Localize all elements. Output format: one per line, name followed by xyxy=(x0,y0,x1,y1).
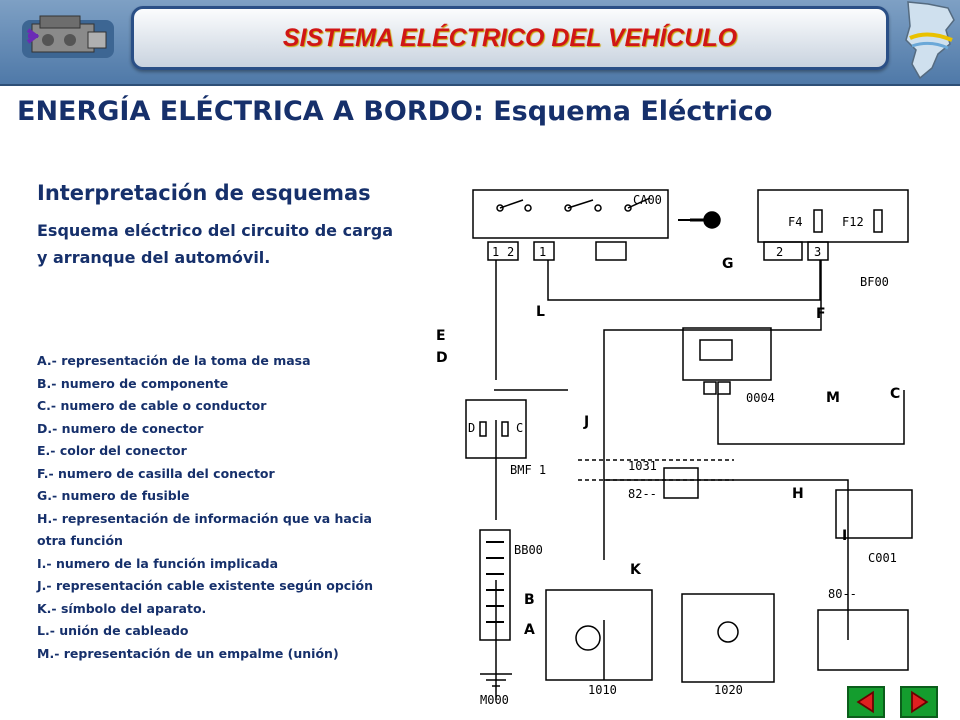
label-ca00: CA00 xyxy=(633,193,662,207)
next-slide-button[interactable] xyxy=(900,686,938,718)
callout-letter: L xyxy=(536,304,545,320)
prev-slide-button[interactable] xyxy=(847,686,885,718)
callout-letter: G xyxy=(722,256,734,272)
wiring-diagram: CA00 1 2 1 F4 F12 2 3 BF00 0004 D C BMF … xyxy=(436,189,913,707)
label-f4: F4 xyxy=(788,215,802,229)
legend-item: F.- numero de casilla del conector xyxy=(37,465,275,481)
callout-letter: A xyxy=(524,622,535,638)
legend-item: C.- numero de cable o conductor xyxy=(37,398,267,413)
ground-symbol xyxy=(480,673,512,687)
starter-motor-block xyxy=(545,589,653,681)
page-title: ENERGÍA ELÉCTRICA A BORDO: Esquema Eléct… xyxy=(17,96,773,127)
battery-symbol xyxy=(479,529,511,641)
pin-label: 1 xyxy=(539,245,546,259)
callout-letter: E xyxy=(436,328,446,344)
legend-item: J.- representación cable existente según… xyxy=(37,578,373,593)
label-1020: 1020 xyxy=(714,683,743,697)
section-subtitle: Interpretación de esquemas xyxy=(37,181,371,205)
argentina-map-icon xyxy=(905,1,955,80)
label-m000: M000 xyxy=(480,693,509,707)
pin-label: 2 xyxy=(507,245,514,259)
pin-label: 3 xyxy=(814,245,821,259)
callout-letter: M xyxy=(826,390,840,406)
connector-block xyxy=(533,241,555,261)
legend-item: E.- color del conector xyxy=(37,443,187,458)
legend-item: B.- numero de componente xyxy=(37,375,229,391)
title-banner: SISTEMA ELÉCTRICO DEL VEHÍCULO xyxy=(131,6,889,70)
fuse-box xyxy=(757,189,909,243)
callout-letter: I xyxy=(842,528,847,544)
description-line: Esquema eléctrico del circuito de carga xyxy=(37,221,394,240)
function-block xyxy=(817,609,909,671)
legend-item: L.- unión de cableado xyxy=(37,623,189,638)
label-82: 82-- xyxy=(628,487,657,501)
legend-item: D.- numero de conector xyxy=(37,420,204,436)
label-f12: F12 xyxy=(842,215,864,229)
label-bmf1: BMF 1 xyxy=(510,463,546,477)
connector-block xyxy=(595,241,627,261)
callout-letter: D xyxy=(436,350,448,366)
legend-item: A.- representación de la toma de masa xyxy=(37,353,311,368)
ignition-switch-box xyxy=(472,189,669,239)
label-0004: 0004 xyxy=(746,391,775,405)
pin-label: 1 xyxy=(492,245,499,259)
legend-item: K.- símbolo del aparato. xyxy=(37,600,207,616)
label-bb00: BB00 xyxy=(514,543,543,557)
ignition-key-icon xyxy=(703,211,721,229)
label-1031: 1031 xyxy=(628,459,657,473)
indicator-box xyxy=(682,327,772,381)
legend-item: I.- numero de la función implicada xyxy=(37,555,279,571)
legend-item: H.- representación de información que va… xyxy=(37,510,372,526)
label-bf00: BF00 xyxy=(860,275,889,289)
legend-list: A.- representación de la toma de masa B.… xyxy=(37,350,437,665)
callout-letter: B xyxy=(524,592,535,608)
callout-letter: C xyxy=(890,386,900,402)
description-line: y arranque del automóvil. xyxy=(37,248,271,267)
engine-icon xyxy=(22,15,114,58)
next-arrow-icon xyxy=(911,690,929,714)
legend-item: otra función xyxy=(37,533,123,548)
callout-letter: J xyxy=(583,414,589,430)
connector-label: C xyxy=(516,421,523,435)
label-c001: C001 xyxy=(868,551,897,565)
legend-item: G.- numero de fusible xyxy=(37,488,190,503)
callout-letter: F xyxy=(816,306,826,322)
component-c001 xyxy=(835,489,913,539)
connector-label: D xyxy=(468,421,475,435)
pin-label: 2 xyxy=(776,245,783,259)
prev-arrow-icon xyxy=(856,690,874,714)
alternator-block xyxy=(681,593,775,683)
label-1010: 1010 xyxy=(588,683,617,697)
legend-item: M.- representación de un empalme (unión) xyxy=(37,645,339,661)
callout-letter: K xyxy=(630,562,642,578)
callout-letter: H xyxy=(792,486,804,502)
relay-block xyxy=(465,399,527,459)
header-bar: SISTEMA ELÉCTRICO DEL VEHÍCULO xyxy=(0,0,960,86)
section-description: Esquema eléctrico del circuito de carga … xyxy=(37,217,437,271)
connector-block xyxy=(487,241,519,261)
banner-title: SISTEMA ELÉCTRICO DEL VEHÍCULO xyxy=(282,23,738,52)
label-80: 80-- xyxy=(828,587,857,601)
